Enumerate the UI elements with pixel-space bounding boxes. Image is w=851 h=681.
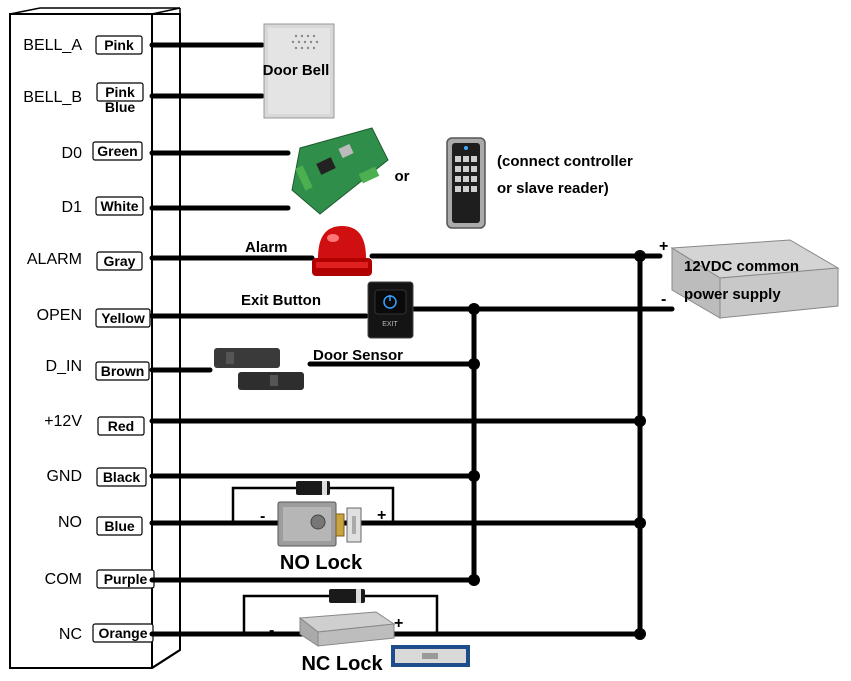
wire-color-gnd: Black [103, 469, 141, 485]
terminal-name-d1: D1 [62, 199, 83, 216]
wire-color-nc: Orange [98, 625, 147, 641]
wire-color-box-gnd [96, 467, 147, 487]
no-lock-plus: + [377, 507, 386, 524]
terminal-name-p12v: +12V [44, 413, 82, 430]
power-supply-label-1: 12VDC common [684, 258, 799, 275]
terminal-name-d0: D0 [62, 145, 83, 162]
terminal-name-d_in: D_IN [46, 358, 82, 375]
wire-color-no: Blue [104, 518, 135, 534]
wire-color-box-d_in [95, 361, 150, 381]
wire-color-d0: Green [97, 143, 137, 159]
wire-color-bell_a: Pink [104, 37, 134, 53]
power-supply-label-2: power supply [684, 286, 781, 303]
terminal-name-com: COM [45, 571, 82, 588]
power-supply-image [670, 239, 840, 319]
no-lock-image [277, 501, 362, 547]
magnetic-lock-image [391, 645, 470, 667]
wires [149, 42, 675, 637]
exit-button-label: Exit Button [241, 292, 321, 309]
terminal-name-gnd: GND [46, 468, 82, 485]
wire-color-d_in: Brown [101, 363, 145, 379]
wire-color-d1: White [100, 198, 138, 214]
terminal-name-no: NO [58, 514, 82, 531]
nc-lock-label: NC Lock [301, 653, 383, 675]
terminal-name-bell_a: BELL_A [23, 37, 82, 54]
terminal-name-nc: NC [59, 626, 82, 643]
no-lock-label: NO Lock [280, 552, 363, 574]
ps-minus-label: - [661, 291, 666, 308]
wire-color-box-d1 [95, 196, 144, 216]
door-bell-image [263, 23, 335, 119]
exit-text: EXIT [382, 321, 398, 328]
reader-note-line-1: (connect controller [497, 153, 633, 170]
control-board-image [291, 127, 389, 215]
door-sensor-image [214, 348, 304, 390]
nc-lock-image [298, 611, 396, 647]
terminal-name-open: OPEN [37, 307, 82, 324]
wire-color-open: Yellow [101, 310, 145, 326]
or-label: or [395, 168, 410, 185]
nc-lock-plus: + [394, 615, 403, 632]
wire-color-com: Purple [104, 571, 148, 587]
no-lock-minus: - [260, 508, 265, 525]
wire-color-box-p12v [97, 416, 145, 436]
alarm-label: Alarm [245, 239, 288, 256]
door-bell-label: Door Bell [263, 62, 330, 79]
keypad-reader-image [446, 137, 486, 229]
nc-lock-minus: - [269, 622, 274, 639]
wire-color-box-alarm [96, 251, 143, 271]
wire-color-alarm: Gray [104, 253, 136, 269]
terminal-name-alarm: ALARM [27, 251, 82, 268]
ps-plus-label: + [659, 238, 668, 255]
wire-color-box-bell_a [95, 35, 143, 55]
reader-note-line-2: or slave reader) [497, 180, 609, 197]
wire-color-secondary-bell_b: Blue [105, 99, 136, 115]
alarm-beacon-image [312, 226, 372, 276]
door-sensor-label: Door Sensor [313, 347, 403, 364]
wire-color-box-no [96, 516, 143, 536]
controller-box [9, 7, 181, 669]
wire-color-box-bell_b [96, 82, 144, 102]
wire-color-p12v: Red [108, 418, 134, 434]
wire-color-box-d0 [92, 141, 143, 161]
wire-color-box-open [95, 308, 151, 328]
wire-color-bell_b: Pink [105, 84, 135, 100]
nc-lock-diode [329, 589, 365, 603]
exit-button-image [367, 281, 414, 339]
terminal-name-bell_b: BELL_B [23, 89, 82, 106]
no-lock-diode [296, 481, 330, 495]
junction-dots [468, 250, 646, 640]
